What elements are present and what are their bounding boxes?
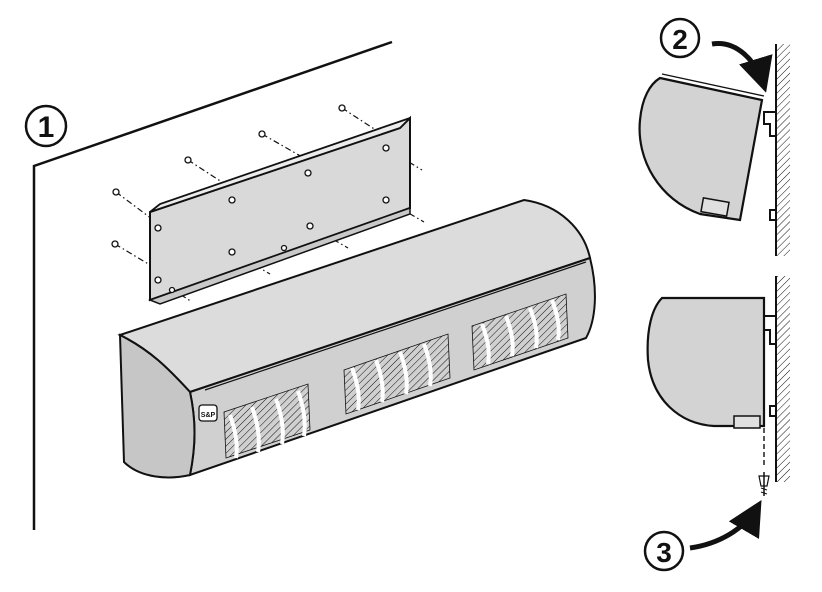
svg-text:S&P: S&P [201,412,216,419]
screw-icon [758,472,770,496]
bracket-profile-top [763,111,776,221]
step-2-number: 2 [672,24,688,55]
step-3-number: 3 [656,537,672,568]
unit-side-view-tilted [638,76,764,222]
step-2-group: 2 [638,17,790,256]
air-curtain-unit: S&P [117,198,596,479]
bracket-profile-bottom [763,315,776,417]
step-2-badge: 2 [659,17,701,59]
wall-section-bottom [775,276,790,482]
unit-logo: S&P [198,404,218,422]
arrow-step-3 [689,499,762,551]
wall-outline [32,40,393,530]
vent-grille-right [471,293,569,371]
vent-grille-middle [343,333,451,415]
wall-section-top [775,44,790,256]
arrow-step-2 [711,41,773,93]
step-1-group: 1 [24,40,596,530]
step-1-badge: 1 [24,104,68,148]
step-3-group: 3 [643,276,790,572]
step-3-badge: 3 [643,530,685,572]
mounting-bracket [147,115,411,305]
wall-screw-holes [111,104,346,248]
unit-side-view-mounted [646,296,766,428]
vent-grille-left [223,383,311,459]
step-1-number: 1 [38,111,55,144]
